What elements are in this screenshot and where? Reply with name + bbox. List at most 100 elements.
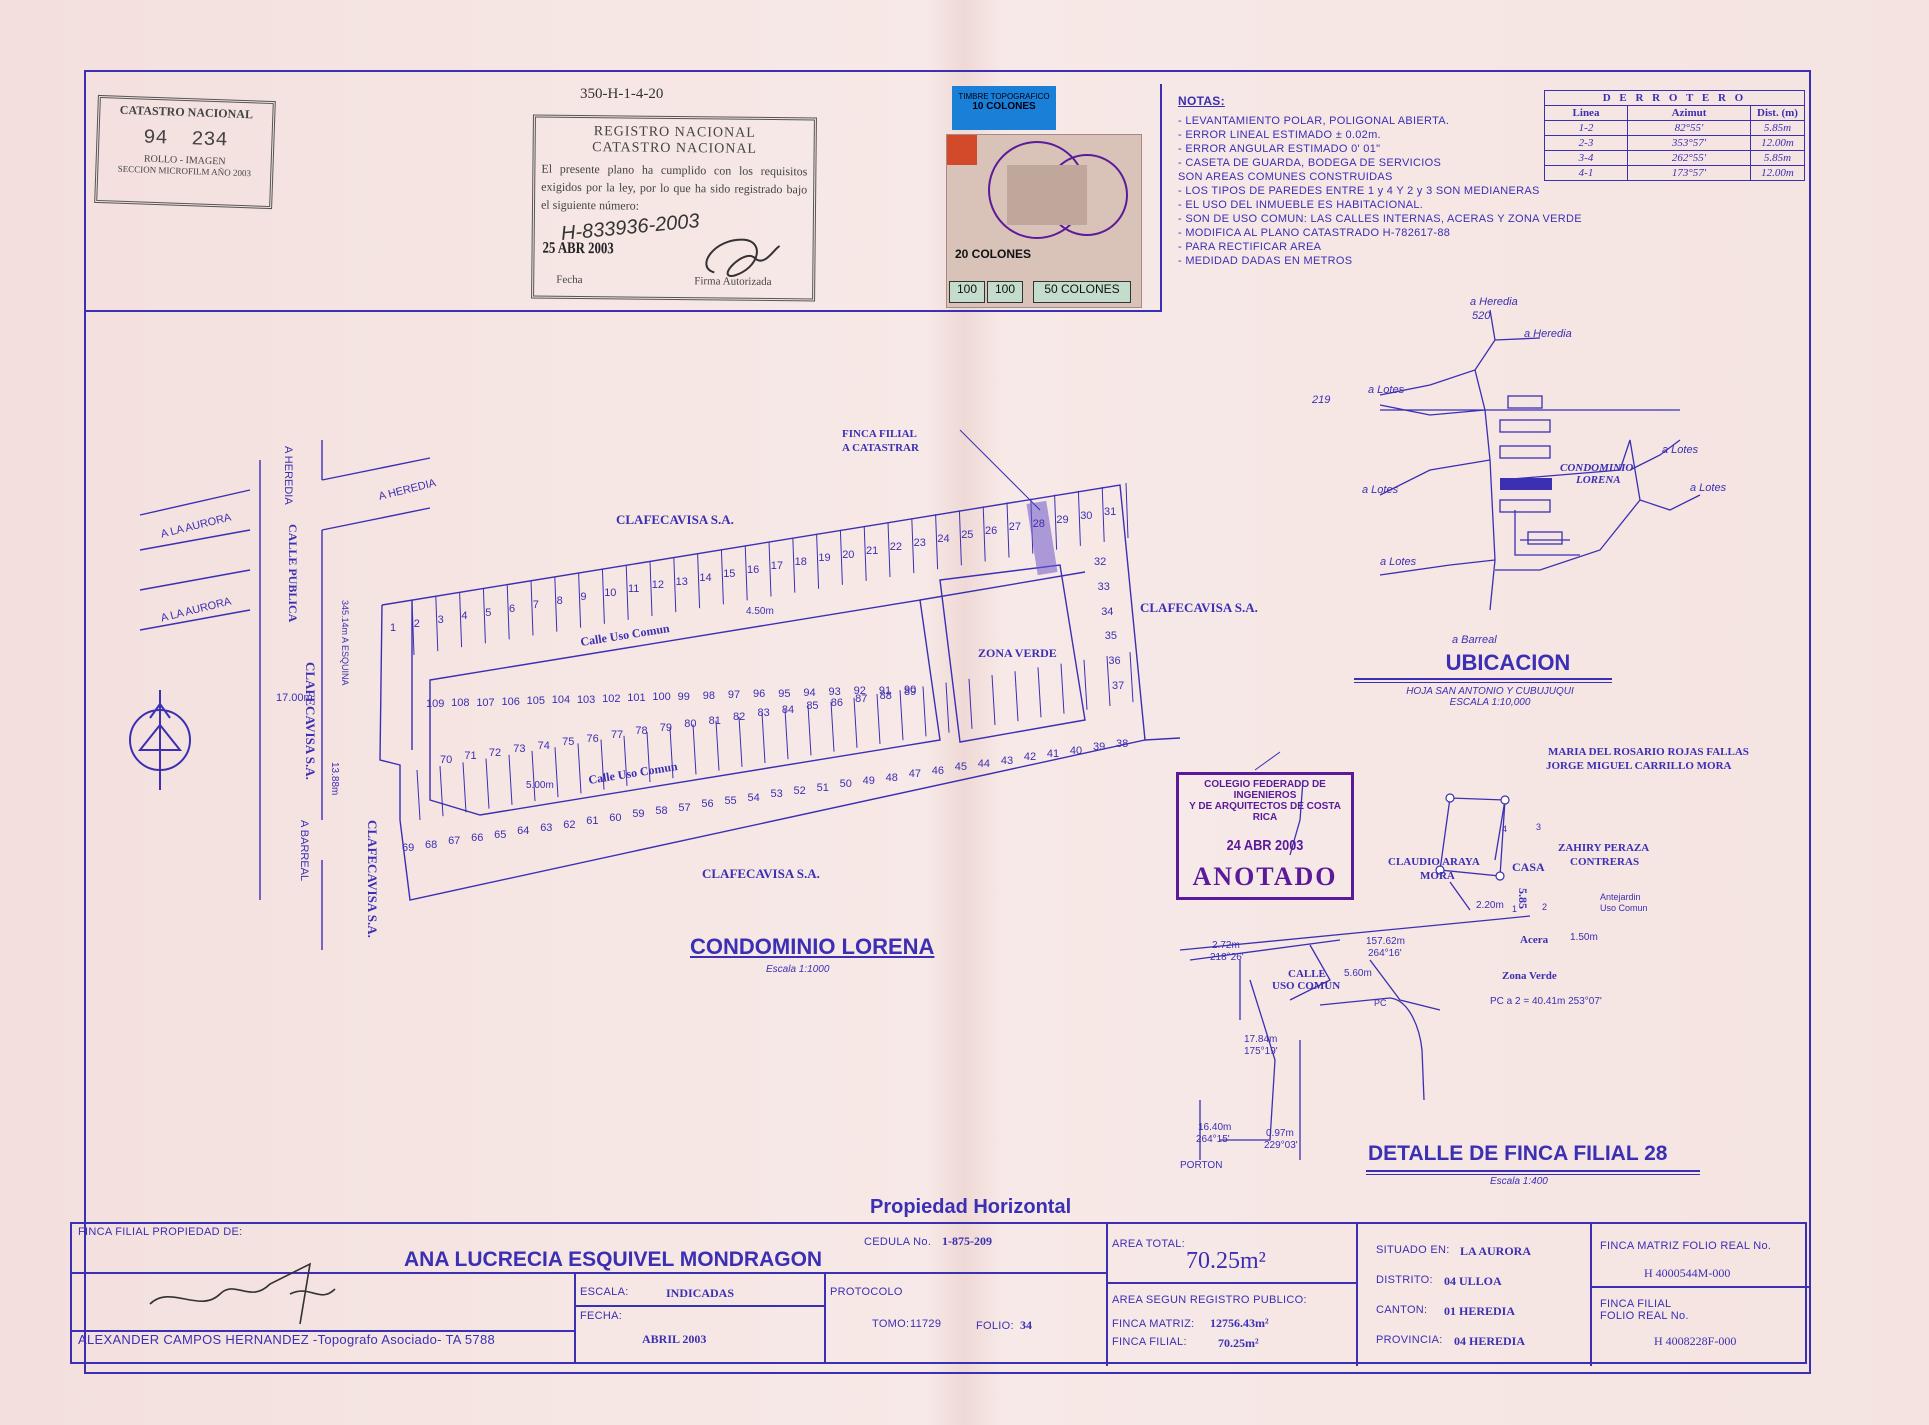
- table-cell: 82°55': [1627, 120, 1751, 136]
- lot-number: 25: [961, 529, 974, 542]
- table-cell: 1-2: [1544, 120, 1628, 136]
- colegio-line1: COLEGIO FEDERADO DE INGENIEROS: [1204, 779, 1326, 801]
- lot-number: 59: [632, 808, 645, 821]
- ubic-barreal: a Barreal: [1452, 634, 1497, 646]
- lot-number: 81: [708, 714, 721, 727]
- detalle-casa: CASA: [1512, 860, 1545, 874]
- ubic-heredia2: a Heredia: [1524, 328, 1572, 340]
- lot-number: 104: [551, 694, 571, 707]
- lot-number: 7: [532, 598, 539, 611]
- stamp-100a: 100: [949, 281, 985, 303]
- area-total: 70.25m²: [1186, 1248, 1266, 1274]
- lot-number: 13: [675, 575, 688, 588]
- footer-rule: [1356, 1222, 1358, 1366]
- lot-number: 74: [537, 739, 550, 752]
- ubic-heredia1: a Heredia: [1470, 296, 1518, 308]
- lot-number: 78: [635, 725, 648, 738]
- lot-number: 4: [461, 610, 468, 623]
- derrotero-header: Linea: [1544, 105, 1628, 121]
- ubic-lotes1: a Lotes: [1368, 384, 1405, 396]
- detalle-26416: 264°16': [1368, 948, 1402, 959]
- lot-number: 15: [723, 567, 736, 580]
- lot-number: 75: [562, 736, 575, 749]
- detalle-claudio1: CLAUDIO ARAYA: [1388, 856, 1480, 868]
- finca-filial-label2: FOLIO REAL No.: [1600, 1310, 1689, 1322]
- lot-number: 77: [610, 728, 624, 741]
- detalle-560: 5.60m: [1344, 968, 1372, 979]
- escala: INDICADAS: [666, 1286, 735, 1300]
- lot-number: 58: [655, 805, 668, 818]
- lot-number: 109: [426, 698, 445, 710]
- folio: 34: [1020, 1318, 1032, 1332]
- ubic-lotes3: a Lotes: [1362, 484, 1399, 496]
- lot-number: 54: [747, 791, 760, 804]
- detalle-220: 2.20m: [1476, 900, 1504, 911]
- lot-number: 106: [501, 695, 520, 708]
- propiedad-horizontal: Propiedad Horizontal: [870, 1196, 1072, 1218]
- area-registro-label: AREA SEGUN REGISTRO PUBLICO:: [1112, 1294, 1307, 1306]
- lot-number: 82: [733, 711, 746, 724]
- lot-number: 98: [702, 689, 715, 702]
- registro-stamp: REGISTRO NACIONAL CATASTRO NACIONAL El p…: [531, 114, 817, 302]
- situado-label: SITUADO EN:: [1376, 1244, 1450, 1256]
- header-rule: [84, 310, 1162, 312]
- footer-rule: [1590, 1286, 1809, 1288]
- plan-number: 350-H-1-4-20: [580, 86, 664, 102]
- detalle-underline: [1366, 1170, 1700, 1175]
- stamp-50: 50 COLONES: [1033, 281, 1131, 303]
- footer-rule: [70, 1330, 576, 1332]
- colegio-anotado: ANOTADO: [1192, 862, 1338, 891]
- lot-number: 20: [842, 548, 855, 561]
- detalle-17519: 175°19': [1244, 1046, 1278, 1057]
- table-cell: 3-4: [1544, 150, 1628, 166]
- escala-label: ESCALA:: [580, 1286, 629, 1298]
- distrito: 04 ULLOA: [1444, 1274, 1502, 1288]
- plan-scale: Escala 1:1000: [766, 964, 830, 975]
- timbre-label: TIMBRE TOPOGRAFICO: [958, 92, 1050, 101]
- lot-number: 94: [803, 686, 816, 699]
- nota-line: - EL USO DEL INMUEBLE ES HABITACIONAL.: [1178, 199, 1424, 211]
- signature-icon: [705, 238, 781, 277]
- lot-number: 72: [488, 746, 502, 759]
- dim-esquina: 345.14m A ESQUINA: [340, 600, 350, 686]
- detalle-097: 0.97m: [1266, 1128, 1294, 1139]
- catastro-num-a: 94: [143, 126, 168, 151]
- ubicacion-title: UBICACION: [1445, 650, 1571, 675]
- lot-number: 83: [757, 707, 770, 720]
- width-450: 4.50m: [746, 606, 774, 617]
- catastro-num-b: 234: [191, 128, 228, 153]
- lot-number: 10: [604, 587, 617, 600]
- canton: 01 HEREDIA: [1444, 1304, 1516, 1318]
- lot-number: 76: [586, 732, 599, 745]
- tomo-label: TOMO:: [872, 1318, 910, 1330]
- ubic-condo2: LORENA: [1576, 474, 1621, 486]
- lot-number: 31: [1104, 506, 1117, 518]
- detalle-1784: 17.84m: [1244, 1034, 1278, 1045]
- footer-rule: [824, 1272, 826, 1364]
- ubic-condo1: CONDOMINIO: [1560, 462, 1634, 474]
- lot-number: 84: [781, 703, 795, 716]
- lot-number: 47: [908, 768, 921, 781]
- cedula-label: CEDULA No.: [864, 1236, 932, 1248]
- detalle-15762: 157.62m: [1366, 936, 1405, 947]
- lot-number: 85: [806, 700, 819, 713]
- lot-number: 99: [677, 690, 690, 703]
- topografo: ALEXANDER CAMPOS HERNANDEZ -Topografo As…: [78, 1332, 496, 1347]
- registro-fecha-label: Fecha: [556, 273, 583, 287]
- catastro-title: CATASTRO NACIONAL: [119, 102, 254, 122]
- nota-line: - ERROR ANGULAR ESTIMADO 0' 01": [1178, 143, 1381, 155]
- detalle-zahiry1: ZAHIRY PERAZA: [1558, 842, 1650, 854]
- lot-number: 68: [425, 838, 438, 851]
- lot-number: 100: [652, 691, 671, 704]
- width-500: 5.00m: [526, 780, 554, 791]
- lot-number: 42: [1023, 751, 1037, 764]
- condominio-plan: [129, 429, 1181, 950]
- footer-rule: [1590, 1222, 1592, 1366]
- detalle-22903: 229°03': [1264, 1140, 1298, 1151]
- a-barreal: A BARREAL: [298, 820, 310, 882]
- clafe-left1: CLAFECAVISA S.A.: [303, 662, 318, 780]
- nota-line: - MODIFICA AL PLANO CATASTRADO H-782617-…: [1178, 227, 1451, 239]
- table-cell: 2-3: [1544, 135, 1628, 151]
